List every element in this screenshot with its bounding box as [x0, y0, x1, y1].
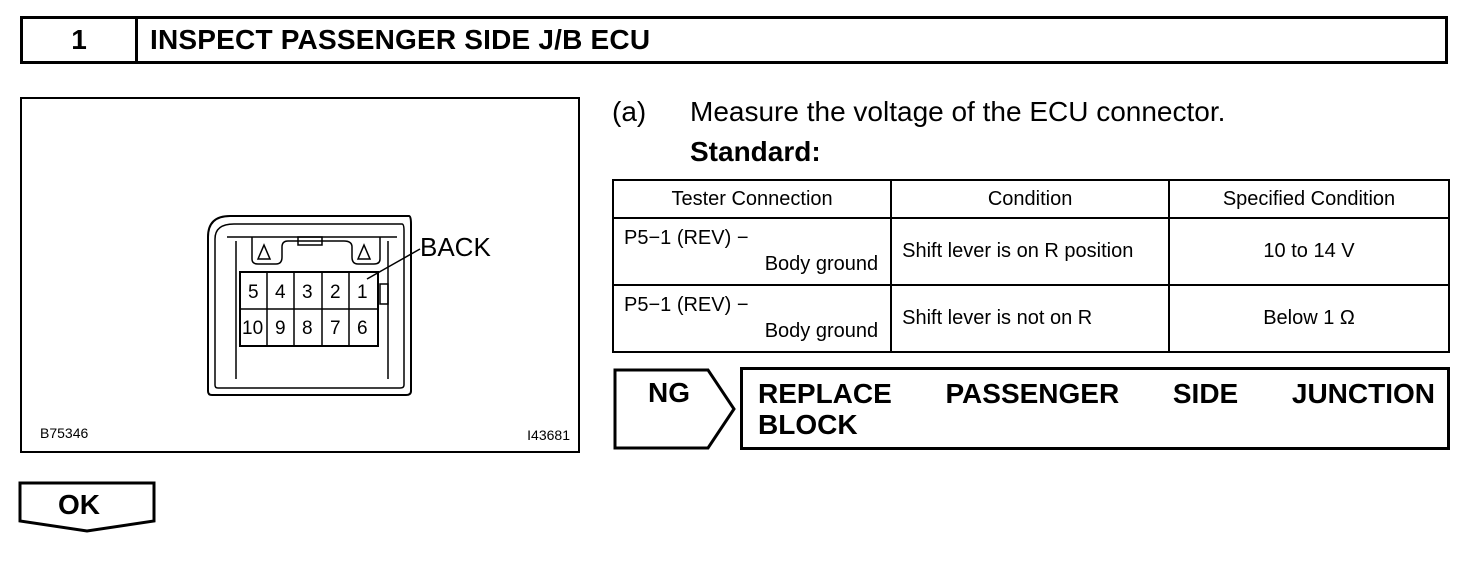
result-line2: BLOCK [758, 409, 858, 440]
ok-label: OK [58, 489, 100, 520]
step-number: 1 [23, 19, 138, 61]
connection-line1: P5−1 (REV) − [624, 294, 749, 316]
tester-connection-cell: P5−1 (REV) − Body ground [611, 217, 893, 286]
result-word: SIDE [1172, 378, 1239, 409]
connection-line2: Body ground [764, 253, 879, 275]
pin-label: 7 [330, 318, 341, 339]
table-header: Condition [890, 179, 1171, 219]
pin-label: 8 [302, 318, 313, 339]
ok-arrow-icon [18, 481, 156, 533]
instruction-letter: (a) [612, 96, 647, 127]
table-header-row: Tester Connection Condition Specified Co… [611, 179, 1450, 219]
connector-figure: BACK 5 4 3 2 1 10 9 8 7 6 B75346 I43681 [20, 97, 580, 453]
table-header: Specified Condition [1168, 179, 1450, 219]
result-word: PASSENGER [945, 378, 1120, 409]
spec-table: Tester Connection Condition Specified Co… [611, 179, 1450, 353]
step-title: INSPECT PASSENGER SIDE J/B ECU [150, 24, 651, 55]
table-row: P5−1 (REV) − Body ground Shift lever is … [611, 217, 1450, 286]
figure-code-right: I43681 [527, 427, 570, 443]
pin-label: 4 [275, 282, 286, 303]
pin-label: 1 [357, 282, 368, 303]
standard-label: Standard: [690, 136, 821, 167]
ng-result-box: REPLACE PASSENGER SIDE JUNCTION BLOCK [740, 367, 1450, 450]
pin-label: 5 [248, 282, 259, 303]
specified-cell: 10 to 14 V [1168, 217, 1450, 286]
connection-line2: Body ground [764, 320, 879, 342]
ng-arrow-icon [613, 368, 736, 450]
tester-connection-cell: P5−1 (REV) − Body ground [611, 284, 893, 353]
condition-cell: Shift lever is not on R [890, 284, 1171, 353]
condition-cell: Shift lever is on R position [890, 217, 1171, 286]
specified-cell: Below 1 Ω [1168, 284, 1450, 353]
step-header: 1 INSPECT PASSENGER SIDE J/B ECU [20, 16, 1448, 64]
result-line1: REPLACE PASSENGER SIDE JUNCTION [758, 378, 1435, 409]
instruction-text: Measure the voltage of the ECU connector… [690, 96, 1226, 127]
connector-drawing [207, 215, 421, 396]
result-word: JUNCTION [1291, 378, 1435, 409]
pin-label: 6 [357, 318, 368, 339]
table-header: Tester Connection [611, 179, 893, 219]
table-row: P5−1 (REV) − Body ground Shift lever is … [611, 284, 1450, 353]
result-word: REPLACE [758, 378, 892, 409]
back-label: BACK [420, 232, 491, 262]
pin-label: 9 [275, 318, 286, 339]
connection-line1: P5−1 (REV) − [624, 227, 749, 249]
pin-label: 3 [302, 282, 313, 303]
pin-label: 2 [330, 282, 341, 303]
ng-label: NG [648, 377, 690, 408]
figure-code-left: B75346 [40, 425, 89, 441]
pin-label: 10 [242, 318, 264, 339]
